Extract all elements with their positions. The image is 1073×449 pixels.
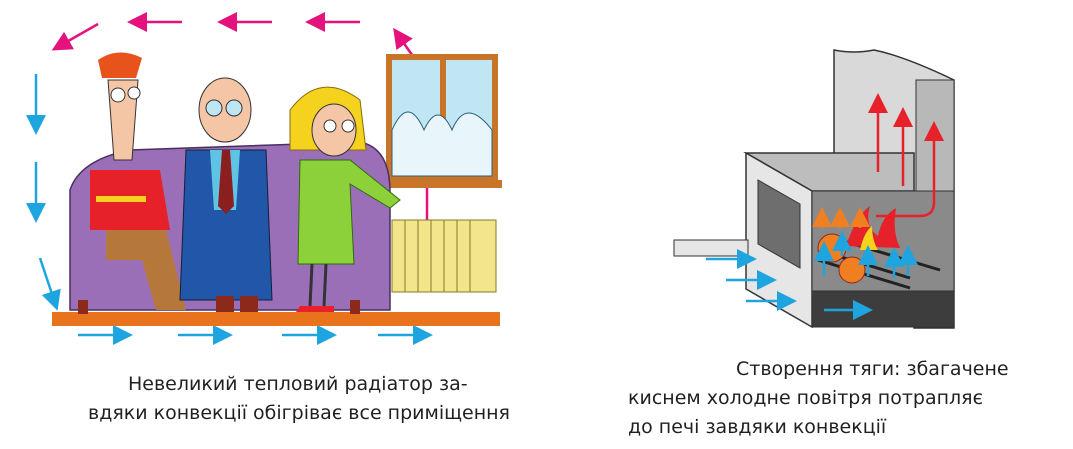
boy-figure [90, 52, 186, 310]
figure-caption-radiator: Невеликий тепловий радіатор за- вдяки ко… [88, 370, 568, 428]
caption-line: Невеликий тепловий радіатор за- [128, 373, 468, 395]
figure-caption-stove: Створення тяги: збагачене киснем холодне… [628, 355, 1068, 442]
room-scene [26, 12, 502, 345]
caption-line: киснем холодне повітря потрапляє [628, 387, 984, 409]
radiator-convection-illustration [0, 0, 580, 350]
man-figure [179, 77, 273, 312]
cold-air-arrows [26, 74, 433, 345]
caption-line: до печі завдяки конвекції [628, 416, 887, 438]
log [838, 256, 866, 284]
radiator [391, 219, 497, 293]
window [380, 54, 502, 188]
damper-handle [673, 239, 749, 257]
caption-line: вдяки конвекції обігріває все приміщення [88, 402, 510, 424]
stove-door [757, 179, 801, 269]
stove-scene [673, 49, 955, 329]
girl-figure [289, 86, 401, 312]
caption-line: Створення тяги: збагачене [736, 358, 1009, 380]
stove-draft-illustration [660, 40, 980, 340]
floor [52, 312, 500, 326]
